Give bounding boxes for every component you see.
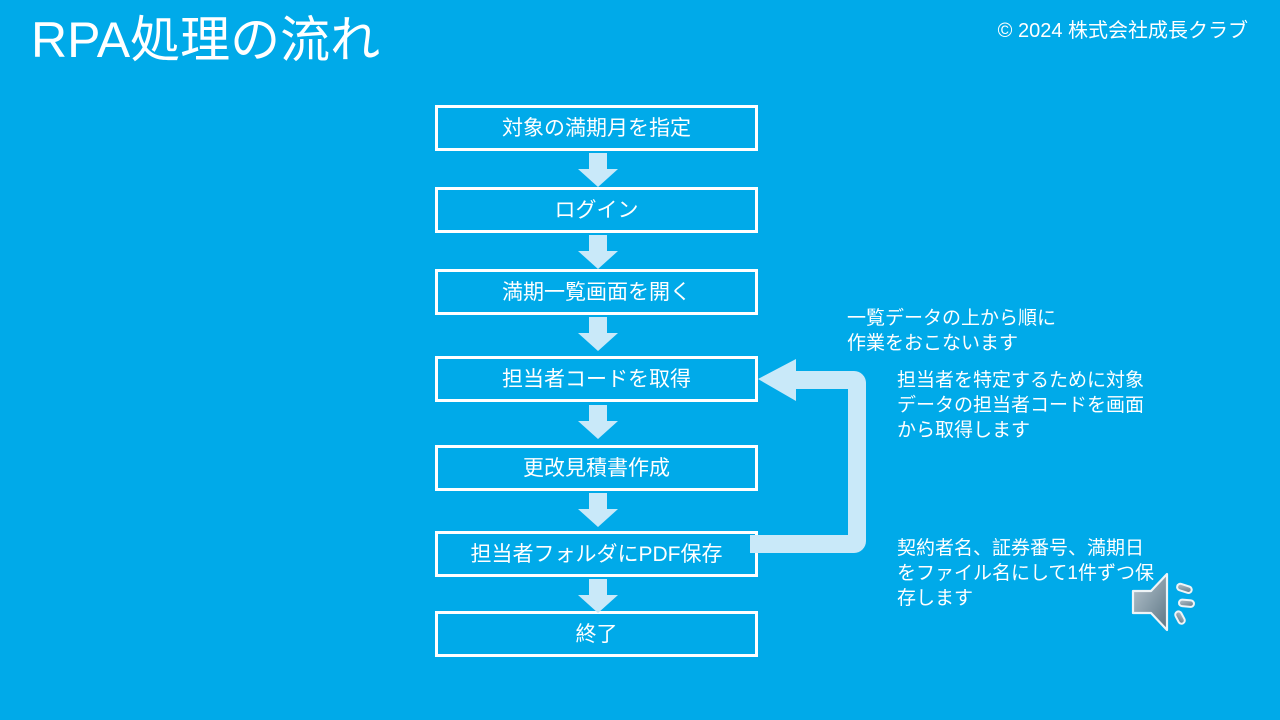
flow-step-label: 対象の満期月を指定 — [502, 116, 691, 140]
down-arrow-icon-3 — [578, 317, 618, 351]
flow-step-label: 担当者コードを取得 — [502, 367, 691, 391]
annotation-code-note: 担当者を特定するために対象 データの担当者コードを画面 から取得します — [897, 370, 1145, 441]
flow-step-4[interactable]: 担当者コードを取得 — [435, 356, 758, 402]
down-arrow-icon-4 — [578, 405, 618, 439]
copyright-notice: © 2024 株式会社成長クラブ — [997, 20, 1248, 42]
flow-step-label: 担当者フォルダにPDF保存 — [470, 542, 723, 566]
flow-step-label: 更改見積書作成 — [523, 456, 670, 480]
flow-step-label: 満期一覧画面を開く — [502, 280, 691, 304]
annotation-loop-note: 一覧データの上から順に 作業をおこないます — [847, 308, 1057, 354]
flow-step-label: 終了 — [575, 622, 618, 646]
flow-step-7[interactable]: 終了 — [435, 611, 758, 657]
down-arrow-icon-2 — [578, 235, 618, 269]
down-arrow-icon-6 — [578, 579, 618, 613]
down-arrow-icon-5 — [578, 493, 618, 527]
loop-back-arrow-icon — [750, 352, 880, 564]
flow-step-2[interactable]: ログイン — [435, 187, 758, 233]
flow-step-6[interactable]: 担当者フォルダにPDF保存 — [435, 531, 758, 577]
flow-step-1[interactable]: 対象の満期月を指定 — [435, 105, 758, 151]
annotation-save-note: 契約者名、証券番号、満期日 をファイル名にして1件ずつ保 存します — [897, 538, 1154, 609]
page-title: RPA処理の流れ — [31, 12, 381, 68]
flow-step-5[interactable]: 更改見積書作成 — [435, 445, 758, 491]
down-arrow-icon-1 — [578, 153, 618, 187]
speaker-icon[interactable] — [1129, 572, 1201, 636]
flow-step-label: ログイン — [554, 198, 639, 222]
flow-step-3[interactable]: 満期一覧画面を開く — [435, 269, 758, 315]
